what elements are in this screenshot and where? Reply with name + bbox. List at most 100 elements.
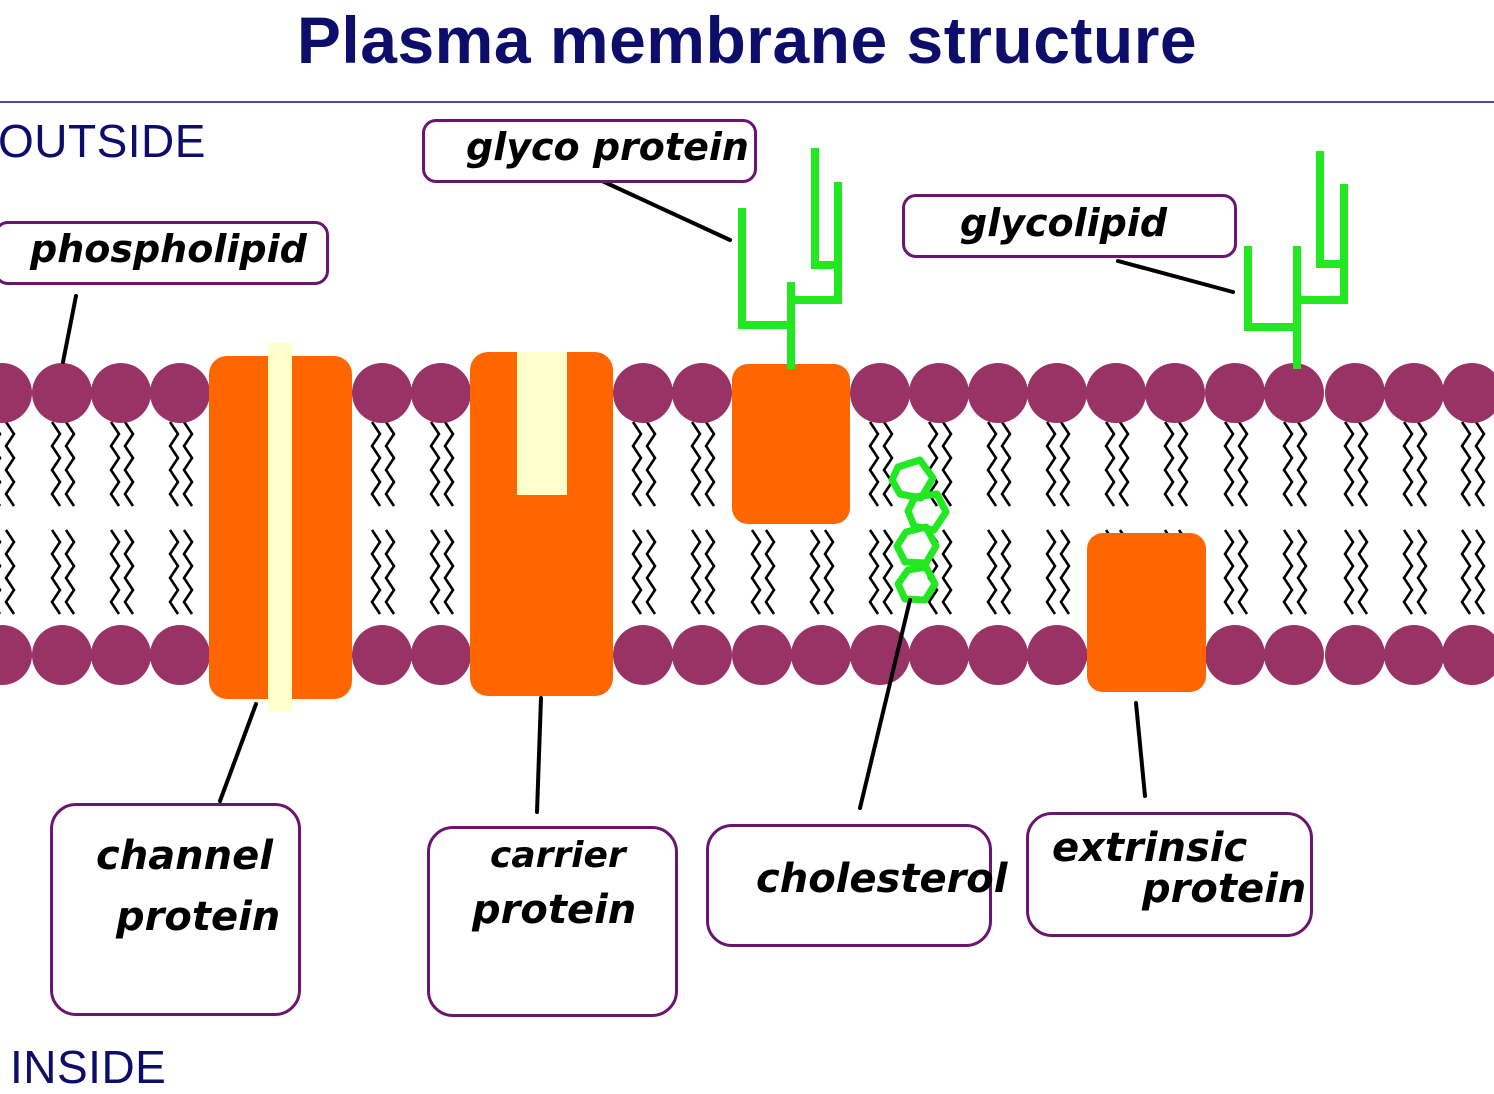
phospholipid-tail	[631, 529, 643, 615]
phospholipid-tail	[631, 421, 643, 507]
phospholipid-tail	[384, 421, 396, 507]
glycoprotein-carbohydrate	[738, 148, 842, 369]
phospholipid-tail	[882, 529, 894, 615]
phospholipid-tail	[443, 529, 455, 615]
phospholipid-tail	[1104, 421, 1116, 507]
channel-protein-label-box	[50, 803, 301, 1016]
phospholipid-head	[1442, 625, 1494, 685]
phospholipid-head	[1027, 363, 1087, 423]
phospholipid-tail	[1177, 421, 1189, 507]
phospholipid-head	[1205, 625, 1265, 685]
phospholipid-tail	[50, 421, 62, 507]
phospholipid-tail	[1460, 421, 1472, 507]
phospholipid-tail	[1237, 529, 1249, 615]
phospholipid-head	[150, 363, 210, 423]
phospholipid-head	[968, 363, 1028, 423]
phospholipid-head	[672, 363, 732, 423]
phospholipid-tail	[1474, 421, 1486, 507]
glycoprotein-label-box	[422, 119, 757, 183]
phospholipid-tail	[1000, 529, 1012, 615]
carrier-protein-label-box	[427, 826, 678, 1017]
phospholipid-head	[968, 625, 1028, 685]
phospholipid-head	[1442, 363, 1494, 423]
phospholipid-head	[91, 625, 151, 685]
extrinsic-protein-label-line1: extrinsic	[1052, 825, 1248, 871]
phospholipid-leader	[61, 294, 78, 364]
title-divider	[0, 101, 1494, 103]
carrier-protein-label-line1: carrier	[490, 835, 626, 876]
phospholipid-tail	[1343, 529, 1355, 615]
phospholipid-tail	[1163, 421, 1175, 507]
phospholipid-tail	[429, 529, 441, 615]
phospholipid-tail	[882, 421, 894, 507]
channel-pore	[268, 343, 292, 712]
phospholipid-tail	[645, 421, 657, 507]
phospholipid-tail	[764, 529, 776, 615]
phospholipid-head	[1086, 363, 1146, 423]
phospholipid-tail	[823, 529, 835, 615]
phospholipid-tail	[1460, 529, 1472, 615]
glycolipid-leader	[1116, 259, 1235, 294]
extrinsic-protein	[1087, 533, 1206, 692]
extrinsic-protein-label-line2: protein	[1142, 866, 1307, 912]
phospholipid-tail	[986, 529, 998, 615]
phospholipid-head	[613, 625, 673, 685]
phospholipid-tail	[704, 421, 716, 507]
phospholipid-tail	[123, 421, 135, 507]
phospholipid-tail	[1223, 529, 1235, 615]
phospholipid-tail	[109, 529, 121, 615]
phospholipid-head	[32, 625, 92, 685]
extrinsic-protein-label-box	[1026, 812, 1313, 937]
phospholipid-tail	[1343, 421, 1355, 507]
phospholipid-head	[1027, 625, 1087, 685]
phospholipid-tail	[109, 421, 121, 507]
phospholipid-tail	[941, 529, 953, 615]
phospholipid-tail	[1223, 421, 1235, 507]
phospholipid-head	[1205, 363, 1265, 423]
phospholipid-tail	[690, 529, 702, 615]
phospholipid-tail	[4, 529, 16, 615]
phospholipid-head	[1384, 363, 1444, 423]
phospholipid-head	[411, 363, 471, 423]
phospholipid-tail	[168, 421, 180, 507]
page-title: Plasma membrane structure	[296, 3, 1198, 77]
carrier-binding-site	[517, 352, 567, 495]
glycoprotein-leader	[598, 178, 732, 242]
phospholipid-head	[672, 625, 732, 685]
phospholipid-head	[0, 363, 32, 423]
extrinsic-protein-leader	[1134, 701, 1147, 798]
phospholipid-head	[732, 625, 792, 685]
phospholipid-head	[352, 625, 412, 685]
cholesterol-leader	[858, 598, 912, 810]
phospholipid-tails	[0, 421, 1486, 615]
phospholipid-tail	[1000, 421, 1012, 507]
phospholipid-tail	[941, 421, 953, 507]
phospholipid-tail	[1045, 529, 1057, 615]
phospholipid-head	[909, 363, 969, 423]
glycolipid-carbohydrate	[1244, 151, 1348, 369]
channel-protein-label-line2: protein	[116, 894, 281, 940]
phospholipid-tail	[704, 529, 716, 615]
phospholipid-tail	[1416, 529, 1428, 615]
phospholipid-tail	[1416, 421, 1428, 507]
phospholipid-tail	[986, 421, 998, 507]
glycoprotein-label: glyco protein	[466, 125, 749, 169]
carrier-protein-label-line2: protein	[472, 887, 637, 933]
phospholipid-tail	[429, 421, 441, 507]
phospholipid-head	[150, 625, 210, 685]
phospholipid-tail	[645, 529, 657, 615]
cholesterol-label: cholesterol	[756, 856, 1008, 902]
phospholipid-tail	[182, 529, 194, 615]
phospholipid-head	[91, 363, 151, 423]
carrier-protein-leader	[535, 696, 543, 814]
phospholipid-tail	[1059, 529, 1071, 615]
phospholipid-head	[909, 625, 969, 685]
phospholipid-head	[1325, 625, 1385, 685]
phospholipid-tail	[4, 421, 16, 507]
phospholipid-tail	[690, 421, 702, 507]
phospholipid-tail	[64, 421, 76, 507]
phospholipid-tail	[1296, 421, 1308, 507]
channel-protein-leader	[218, 702, 258, 803]
phospholipid-head	[1145, 363, 1205, 423]
